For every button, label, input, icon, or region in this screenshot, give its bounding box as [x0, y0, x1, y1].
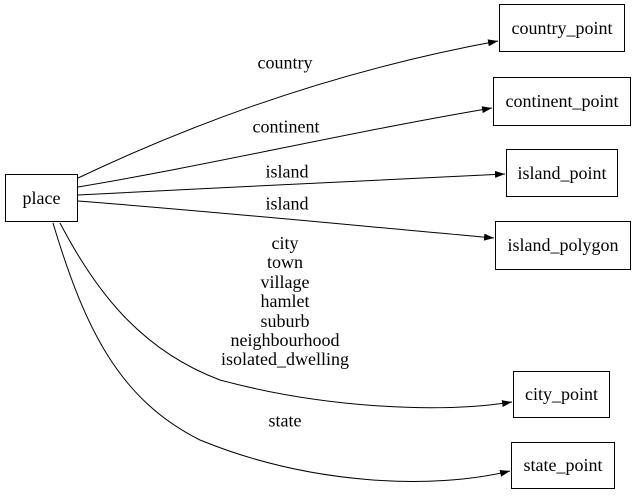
edge-place-island_point	[77, 170, 506, 196]
node-state-point: state_point	[511, 442, 615, 489]
node-island-polygon: island_polygon	[495, 221, 631, 270]
node-continent-point: continent_point	[493, 77, 631, 126]
node-place: place	[5, 174, 78, 222]
edge-place-city_point	[59, 222, 513, 409]
edge-place-state_point	[52, 222, 511, 482]
edge-place-country_point	[77, 39, 499, 179]
edge-place-continent_point	[77, 106, 493, 188]
edge-place-island_polygon	[77, 200, 495, 241]
node-city-point: city_point	[513, 371, 610, 418]
node-country-point: country_point	[499, 4, 625, 52]
node-island-point: island_point	[506, 149, 618, 197]
